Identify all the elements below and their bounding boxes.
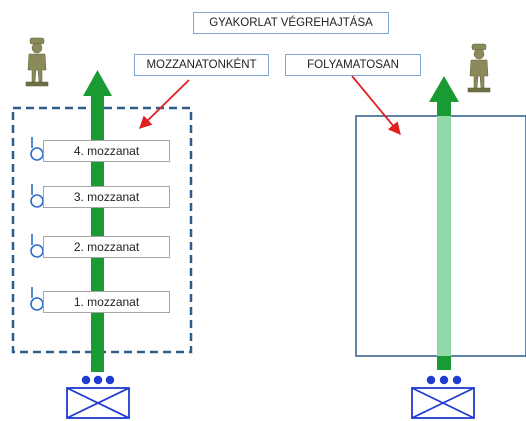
step-pin-icons (30, 137, 44, 311)
right-marker-dots (426, 375, 462, 385)
left-callout-arrow (139, 79, 190, 129)
step-box-3: 3. mozzanat (43, 186, 170, 208)
left-mode-label: MOZZANATONKÉNT (134, 54, 269, 76)
step-box-1: 1. mozzanat (43, 291, 170, 313)
right-mode-label: FOLYAMATOSAN (285, 54, 421, 76)
right-soldier-icon (467, 43, 491, 93)
right-unit-symbol (411, 387, 475, 419)
diagram-title: GYAKORLAT VÉGREHAJTÁSA (193, 12, 389, 34)
right-progress-arrow (429, 76, 459, 370)
right-callout-arrow (351, 75, 401, 135)
left-marker-dots (81, 375, 115, 385)
step-box-2: 2. mozzanat (43, 236, 170, 258)
left-unit-symbol (66, 387, 130, 419)
left-soldier-icon (25, 37, 49, 87)
left-progress-arrow (83, 70, 112, 372)
step-box-4: 4. mozzanat (43, 140, 170, 162)
